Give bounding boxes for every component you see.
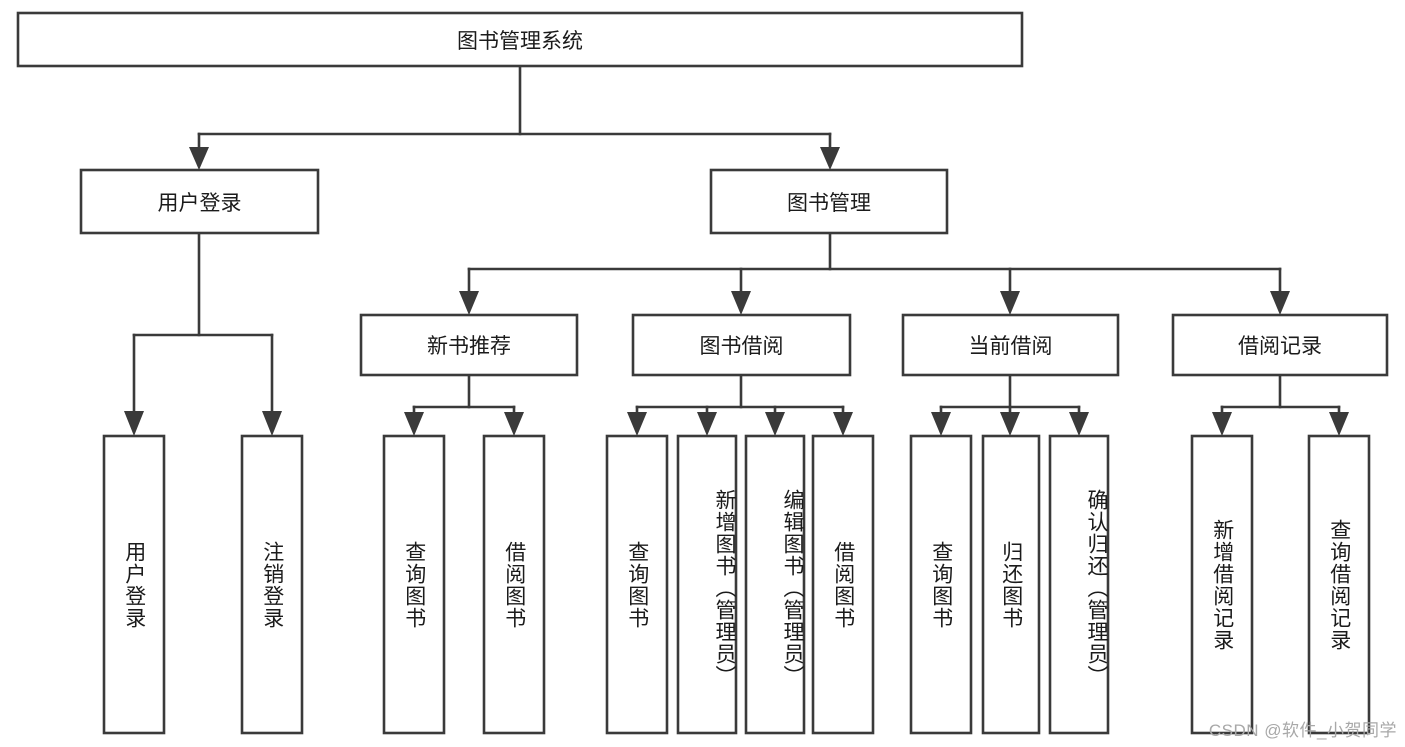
node-box-leaf-bb-borrow-book[interactable] <box>811 434 875 735</box>
arrow-head-to-book-manage <box>820 147 840 170</box>
arrow-head-nb-leaf-2 <box>504 412 524 436</box>
node-box-leaf-bb-add-book[interactable] <box>676 434 738 735</box>
node-box-book-manage[interactable] <box>709 168 949 235</box>
arrow-head-cb-leaf-3 <box>1069 412 1089 436</box>
arrow-head-br-leaf-2 <box>1329 412 1349 436</box>
arrow-head-leaf-logout <box>262 411 282 436</box>
node-box-current-borrow[interactable] <box>901 313 1120 377</box>
arrow-head-to-user-login <box>189 147 209 170</box>
node-box-borrow-record[interactable] <box>1171 313 1389 377</box>
node-box-leaf-cb-confirm-return[interactable] <box>1048 434 1110 735</box>
node-box-leaf-logout[interactable] <box>240 434 304 735</box>
node-box-book-borrow[interactable] <box>631 313 852 377</box>
arrow-head-br-leaf-1 <box>1212 412 1232 436</box>
arrow-head-to-current-borrow <box>1000 291 1020 315</box>
arrow-head-nb-leaf-1 <box>404 412 424 436</box>
arrow-head-to-new-book <box>459 291 479 315</box>
node-box-leaf-nb-borrow-book[interactable] <box>482 434 546 735</box>
connector-group-userlogin-to-leaves <box>124 231 282 436</box>
node-box-leaf-bb-edit-book[interactable] <box>744 434 806 735</box>
node-box-leaf-nb-query-book[interactable] <box>382 434 446 735</box>
node-box-leaf-br-add-record[interactable] <box>1190 434 1254 735</box>
node-box-leaf-cb-return-book[interactable] <box>981 434 1041 735</box>
connector-group-root-to-level2 <box>189 64 840 170</box>
arrow-head-cb-leaf-2 <box>1000 412 1020 436</box>
arrow-head-bb-leaf-4 <box>833 412 853 436</box>
arrow-head-bb-leaf-1 <box>627 412 647 436</box>
arrow-head-leaf-user-login <box>124 411 144 436</box>
node-box-leaf-user-login[interactable] <box>102 434 166 735</box>
node-box-root[interactable] <box>16 11 1024 68</box>
arrow-head-to-borrow-record <box>1270 291 1290 315</box>
arrow-head-cb-leaf-1 <box>931 412 951 436</box>
connector-group-borrowrecord-to-leaves <box>1212 373 1349 436</box>
arrow-head-bb-leaf-2 <box>697 412 717 436</box>
node-box-new-book-recommend[interactable] <box>359 313 579 377</box>
arrow-head-to-book-borrow <box>731 291 751 315</box>
node-box-user-login[interactable] <box>79 168 320 235</box>
connector-group-bookmanage-to-level3 <box>459 231 1290 315</box>
node-box-leaf-bb-query-book[interactable] <box>605 434 669 735</box>
arrow-head-bb-leaf-3 <box>765 412 785 436</box>
node-box-leaf-br-query-record[interactable] <box>1307 434 1371 735</box>
connector-group-bookborrow-to-leaves <box>627 373 853 436</box>
node-box-leaf-cb-query-book[interactable] <box>909 434 973 735</box>
connector-group-currentborrow-to-leaves <box>931 373 1089 436</box>
connector-group-newbook-to-leaves <box>404 373 524 436</box>
